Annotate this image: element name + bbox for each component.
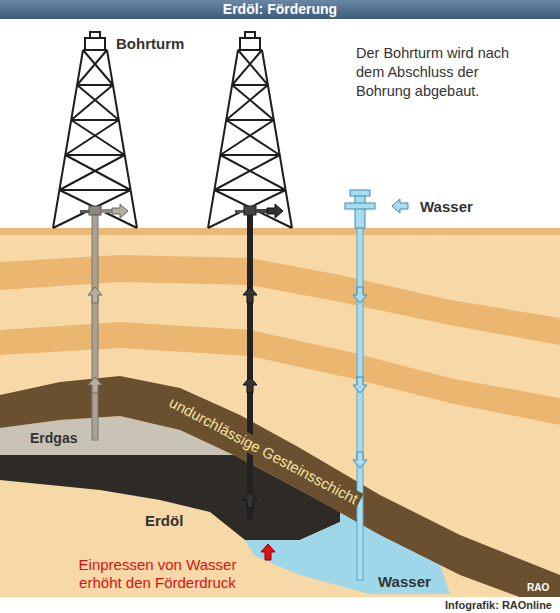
derrick: [208, 32, 292, 228]
pressure-arrow: [261, 544, 275, 560]
water-flow-arrows: [353, 287, 367, 468]
pressure-note: Einpressen von Wasser erhöht den Förderd…: [60, 556, 255, 592]
credit-label: Infografik: RAOnline: [445, 598, 552, 612]
water-label: Wasser: [420, 198, 473, 215]
note-text: Der Bohrturm wird nach dem Abschluss der…: [356, 44, 528, 101]
water-injection-head: [345, 190, 408, 228]
gas-flow-arrows: [88, 287, 102, 393]
gas-wellhead: [80, 204, 128, 218]
oil-label: Erdöl: [145, 512, 183, 529]
title-bar: [0, 0, 560, 19]
water-label: Wasser: [378, 573, 431, 590]
watermark: RAO: [527, 582, 549, 593]
footer-strip: [0, 597, 560, 613]
derrick: [53, 32, 137, 228]
derrick-label: Bohrturm: [116, 35, 184, 52]
gas-well-pipe: [92, 212, 98, 440]
topsoil-layer: [0, 228, 560, 235]
title: Erdöl: Förderung: [0, 0, 560, 19]
oil-well-pipe: [247, 212, 253, 520]
oil-flow-arrows: [243, 287, 257, 508]
gas-label: Erdgas: [30, 430, 77, 446]
impermeable-rock-layer: [0, 376, 560, 612]
oil-wellhead: [235, 204, 283, 218]
